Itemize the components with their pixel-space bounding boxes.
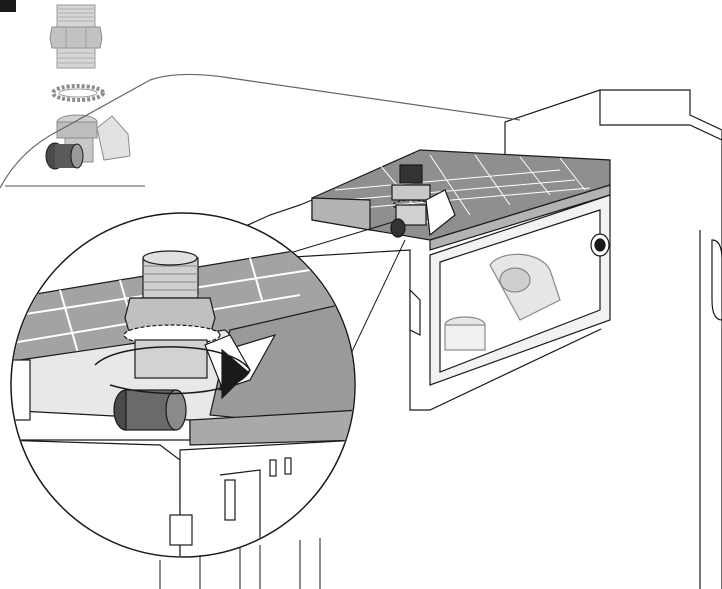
parts-legend [5, 4, 145, 187]
lock-nut-part [51, 84, 105, 102]
step-badge [0, 0, 16, 12]
threaded-nipple-part [49, 4, 103, 69]
cistern-assembly [0, 73, 722, 589]
installed-valve [390, 164, 456, 238]
angle-valve-part [45, 114, 131, 170]
magnified-detail [10, 212, 356, 558]
frame-legs [159, 538, 321, 589]
inspection-box [409, 194, 611, 386]
top-grid-tray [311, 149, 611, 251]
